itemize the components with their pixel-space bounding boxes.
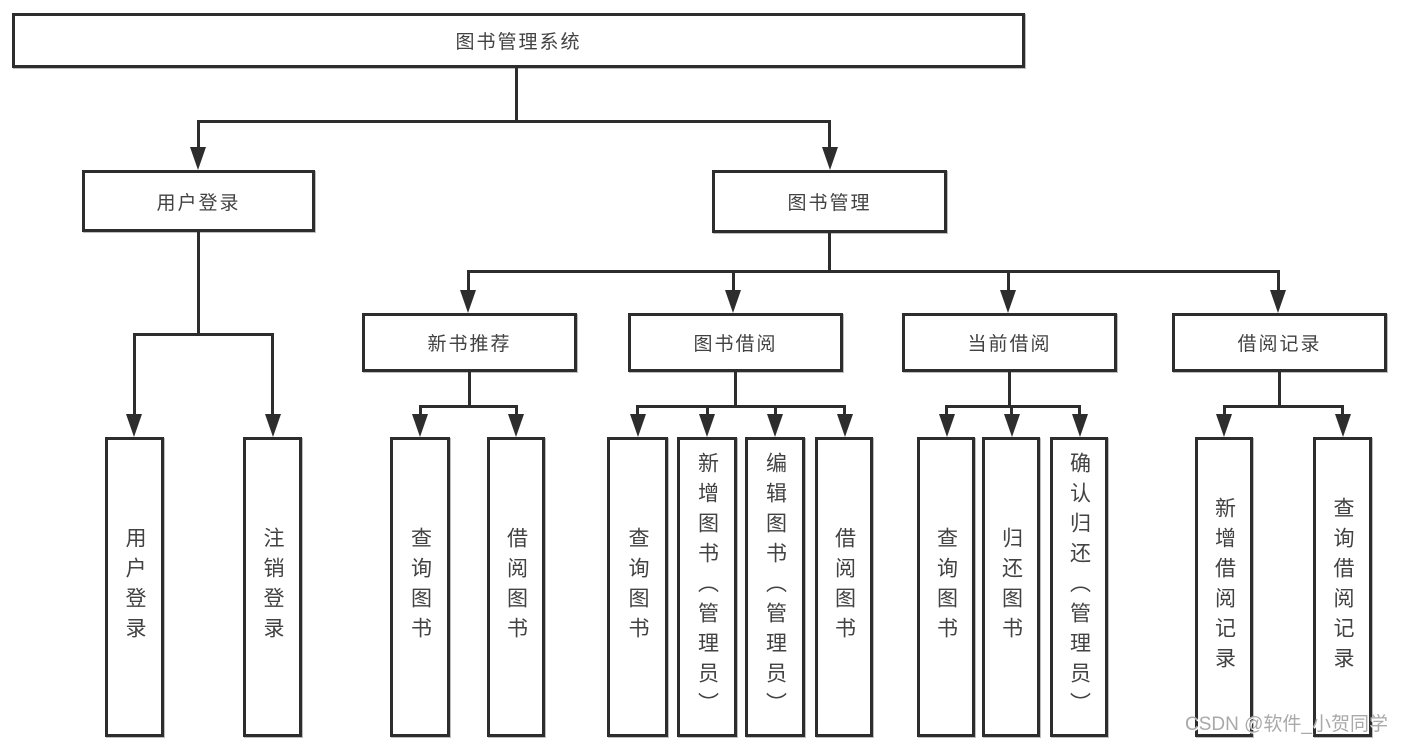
connector-l1-drop [196,120,200,148]
leaf-cb-return-books: 归还图书 [982,437,1040,737]
node-borrow-records: 借阅记录 [1172,313,1387,372]
connector-drop [132,333,136,415]
arrow-down-icon [725,290,741,313]
connector-drop [1009,405,1013,415]
leaf-bb-borrow-books: 借阅图书 [815,437,873,737]
node-label: 查询图书 [626,527,649,647]
leaf-nbr-borrow-books: 借阅图书 [487,437,545,737]
node-label: 查询图书 [934,527,958,647]
leaf-cb-query-books: 查询图书 [917,437,975,737]
leaf-bb-query-books: 查询图书 [607,437,668,737]
arrow-down-icon [821,147,838,170]
connector-userlogin-rail [132,333,274,336]
leaf-cb-confirm-return-admin: 确认归还（管理员） [1050,437,1108,737]
connector-userlogin-stem [196,232,200,333]
connector-group-rail [944,405,1081,408]
node-current-borrow: 当前借阅 [902,313,1117,372]
connector-drop [466,270,470,291]
connector-drop [1222,405,1226,415]
arrow-down-icon [938,414,955,437]
node-label: 图书管理系统 [455,32,582,53]
node-user-login: 用户登录 [82,170,315,232]
arrow-down-icon [1270,290,1286,313]
connector-drop [418,405,422,415]
connector-drop [842,405,846,415]
arrow-down-icon [836,414,853,437]
connector-group-stem [1278,372,1281,405]
connector-drop [514,405,518,415]
node-label: 图书借阅 [693,334,778,355]
leaf-bb-add-books-admin: 新增图书（管理员） [677,437,737,737]
connector-drop [1341,405,1344,415]
node-book-borrow: 图书借阅 [628,313,843,372]
connector-l1-rail [196,120,831,123]
node-label: 归还图书 [999,527,1023,647]
watermark: CSDN @软件_小贺同学 [1185,714,1388,735]
connector-l3-rail [466,270,1280,273]
node-label: 借阅图书 [832,527,856,647]
node-label: 新增图书（管理员） [695,452,719,722]
connector-group-rail [418,405,518,408]
connector-l1-drop [828,120,831,148]
node-label: 当前借阅 [967,334,1052,355]
node-label: 借阅图书 [504,527,528,647]
leaf-br-add-record: 新增借阅记录 [1195,437,1253,737]
arrow-down-icon [1071,414,1088,437]
node-label: 用户登录 [156,192,241,214]
arrow-down-icon [190,147,206,170]
connector-drop [731,270,735,291]
arrow-down-icon [412,414,428,437]
connector-group-rail [636,405,846,408]
node-label: 用户登录 [123,527,146,647]
arrow-down-icon [508,414,524,437]
connector-group-stem [468,372,471,405]
node-label: 查询图书 [408,527,432,647]
node-label: 注销登录 [261,527,284,647]
node-label: 新增借阅记录 [1212,497,1236,677]
connector-drop [271,333,274,415]
arrow-down-icon [460,290,476,313]
node-root: 图书管理系统 [12,13,1025,68]
connector-group-stem [734,372,737,405]
leaf-user-login: 用户登录 [105,437,164,737]
arrow-down-icon [699,414,715,437]
arrow-down-icon [126,414,142,437]
arrow-down-icon [629,414,646,437]
connector-root-stem [514,68,518,120]
node-book-management: 图书管理 [712,170,947,233]
arrow-down-icon [767,414,783,437]
node-label: 编辑图书（管理员） [763,452,787,722]
leaf-logout: 注销登录 [243,437,302,737]
connector-drop [636,405,639,415]
arrow-down-icon [264,414,281,437]
connector-drop [1006,270,1010,291]
arrow-down-icon [1000,290,1016,313]
connector-drop [1077,405,1081,415]
arrow-down-icon [1334,414,1351,437]
node-label: 确认归还（管理员） [1067,452,1091,722]
arrow-down-icon [1003,414,1020,437]
connector-bookmgmt-stem [828,233,831,270]
connector-group-rail [1222,405,1343,408]
leaf-nbr-query-books: 查询图书 [390,437,450,737]
node-label: 查询借阅记录 [1331,497,1354,677]
node-new-book-recommend: 新书推荐 [362,313,577,372]
arrow-down-icon [1216,414,1232,437]
node-label: 新书推荐 [427,334,512,355]
connector-drop [773,405,777,415]
connector-group-stem [1008,372,1011,405]
leaf-br-query-record: 查询借阅记录 [1313,437,1372,737]
node-label: 借阅记录 [1237,334,1322,355]
leaf-bb-edit-books-admin: 编辑图书（管理员） [745,437,805,737]
connector-drop [944,405,948,415]
connector-drop [1276,270,1280,291]
connector-drop [705,405,709,415]
node-label: 图书管理 [787,193,872,214]
